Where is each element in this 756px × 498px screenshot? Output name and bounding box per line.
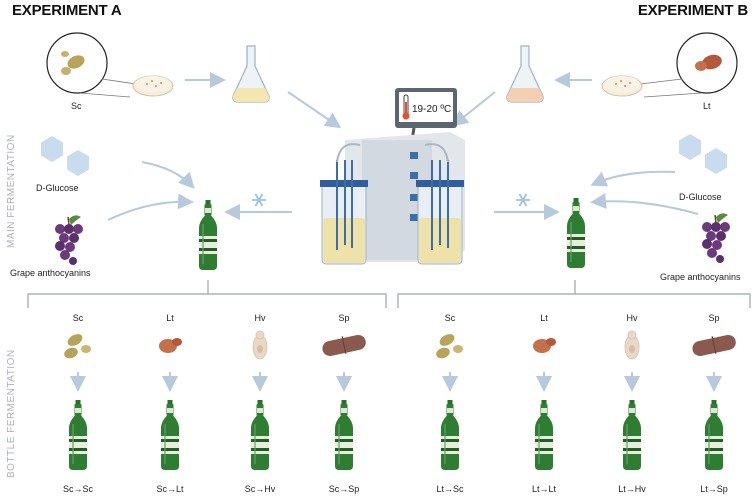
bottle-fermentation-label: BOTTLE FERMENTATION (6, 349, 17, 478)
flask-icon-b (506, 45, 544, 103)
grape-icon-b (701, 212, 731, 264)
glucose-label-a: D-Glucose (36, 183, 79, 193)
bottle-yeast-label: Hv (254, 313, 266, 323)
yeast-cell-icon (67, 55, 85, 69)
yeast-cell-icon (702, 54, 722, 70)
beer-bottle-icon (335, 400, 353, 470)
arrow (141, 161, 195, 189)
beer-bottle-icon (441, 400, 459, 470)
glucose-hexagon-icon-a (41, 136, 89, 176)
arrow (590, 192, 699, 215)
petri-dish-icon-b (601, 75, 643, 97)
bottle-yeast-label: Sp (708, 313, 720, 323)
beer-bottle-icon (251, 400, 269, 470)
bottle-result-label: Sc→Hv (244, 484, 276, 494)
main-fermentation-label: MAIN FERMENTATION (6, 134, 17, 248)
beer-bottle-icon-main-a (199, 200, 217, 270)
beer-bottle-icon (623, 400, 641, 470)
hv-yeast-icon (624, 330, 640, 360)
beer-bottle-icon (535, 400, 553, 470)
glucose-label-b: D-Glucose (679, 192, 722, 202)
arrow (590, 170, 676, 187)
bottle-fermentation-row (64, 330, 736, 470)
bracket-b (397, 280, 751, 308)
bottle-yeast-label: Lt (540, 313, 548, 323)
bottle-result-label: Sc→Sp (328, 484, 360, 494)
flask-icon-a (232, 45, 270, 103)
anthocyanins-label-b: Grape anthocyanins (660, 272, 741, 282)
snowflake-icon-b (515, 193, 531, 207)
bottle-yeast-label: Sc (72, 313, 84, 323)
bottle-result-label: Lt→Sc (436, 484, 464, 494)
bottle-yeast-label: Lt (166, 313, 174, 323)
arrow (451, 91, 496, 127)
beer-bottle-icon (705, 400, 723, 470)
lt-yeast-icon (533, 338, 556, 353)
arrow (107, 193, 194, 221)
bracket-a (27, 280, 387, 308)
bottle-result-label: Lt→Sp (700, 484, 728, 494)
temperature-readout: 19-20 ºC (412, 104, 451, 115)
sc-yeast-icon (64, 334, 91, 359)
yeast-zoom-circle-a (46, 32, 108, 94)
sp-yeast-icon (322, 334, 366, 357)
bottle-result-label: Sc→Lt (156, 484, 184, 494)
bottle-result-label: Sc→Sc (62, 484, 93, 494)
arrow (287, 91, 342, 129)
experiment-a-title: EXPERIMENT A (12, 2, 122, 19)
lt-yeast-icon (159, 338, 182, 353)
yeast-label-sc: Sc (71, 101, 82, 111)
sp-yeast-icon (692, 334, 736, 357)
sc-yeast-icon (436, 334, 463, 359)
bioreactor-icon (320, 88, 465, 265)
beer-bottle-icon (161, 400, 179, 470)
snowflake-icon-a (251, 193, 267, 207)
anthocyanins-label-a: Grape anthocyanins (10, 268, 91, 278)
bottle-yeast-label: Hv (626, 313, 638, 323)
grape-icon-a (54, 214, 84, 266)
hv-yeast-icon (252, 330, 268, 360)
bottle-result-label: Lt→Lt (531, 484, 556, 494)
petri-dish-icon-a (132, 75, 174, 97)
beer-bottle-icon (69, 400, 87, 470)
beer-bottle-icon-main-b (567, 198, 585, 268)
yeast-label-lt: Lt (703, 101, 711, 111)
yeast-zoom-circle-b (676, 32, 738, 94)
experiment-b-title: EXPERIMENT B (637, 2, 748, 19)
bottle-yeast-label: Sc (444, 313, 456, 323)
bottle-yeast-label: Sp (338, 313, 350, 323)
bottle-result-label: Lt→Hv (618, 484, 646, 494)
glucose-hexagon-icon-b (679, 134, 727, 174)
